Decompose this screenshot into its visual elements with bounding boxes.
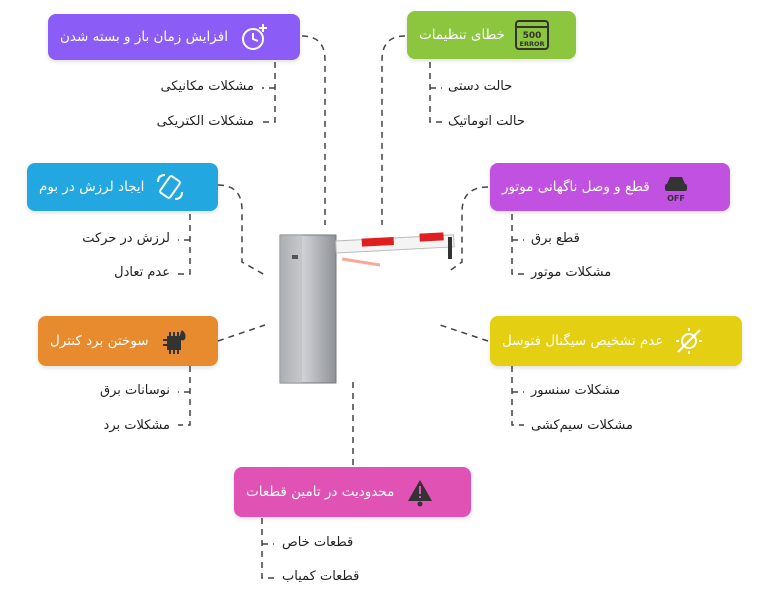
node-photocell: عدم تشخیص سیگنال فتوسل xyxy=(490,316,742,366)
node-timing-item-1: مشکلات مکانیکی xyxy=(160,79,254,94)
node-parts-item-1: قطعات خاص xyxy=(282,535,354,550)
node-parts: محدودیت در تامین قطعات xyxy=(234,467,471,517)
node-board-item-1: نوسانات برق xyxy=(99,383,170,398)
node-parts-title: محدودیت در تامین قطعات xyxy=(246,484,395,500)
node-motor-item-2: مشکلات موتور xyxy=(531,265,612,280)
node-vibration-title: ایجاد لرزش در بوم xyxy=(39,179,145,195)
node-photocell-item-2: مشکلات سیم‌کشی xyxy=(531,418,633,433)
node-photocell-title: عدم تشخیص سیگنال فتوسل xyxy=(502,333,664,349)
svg-text:OFF: OFF xyxy=(667,194,685,202)
svg-text:ERROR: ERROR xyxy=(520,40,545,48)
node-board: سوختن برد کنترل xyxy=(38,316,218,366)
chip-fire-icon xyxy=(159,325,191,357)
node-settings-item-2: حالت اتوماتیک xyxy=(448,114,525,129)
node-timing-title: افزایش زمان باز و بسته شدن xyxy=(60,29,228,45)
node-parts-item-2: قطعات کمیاب xyxy=(282,569,360,584)
clock-plus-icon xyxy=(238,21,270,53)
500-error-icon: 500 ERROR xyxy=(515,19,549,51)
node-vibration: ایجاد لرزش در بوم xyxy=(27,163,218,211)
node-motor-title: قطع و وصل ناگهانی موتور xyxy=(502,179,650,195)
node-timing: افزایش زمان باز و بسته شدن xyxy=(48,14,300,60)
node-board-title: سوختن برد کنترل xyxy=(50,333,149,349)
rotate-device-icon xyxy=(154,171,186,203)
node-photocell-item-1: مشکلات سنسور xyxy=(531,383,621,398)
barrier-gate-illustration xyxy=(279,232,455,384)
node-vibration-item-1: لرزش در حرکت xyxy=(82,231,170,246)
car-off-icon: OFF xyxy=(660,171,692,203)
warning-gear-icon xyxy=(404,476,436,508)
node-motor: OFF قطع و وصل ناگهانی موتور xyxy=(490,163,730,211)
node-settings-item-1: حالت دستی xyxy=(448,79,513,94)
node-timing-item-2: مشکلات الکتریکی xyxy=(156,114,254,129)
node-vibration-item-2: عدم تعادل xyxy=(114,265,170,280)
node-board-item-2: مشکلات برد xyxy=(103,418,170,433)
node-settings-title: خطای تنظیمات xyxy=(419,27,505,43)
node-settings: 500 ERROR خطای تنظیمات xyxy=(407,11,576,59)
svg-text:500: 500 xyxy=(523,31,542,41)
node-motor-item-1: قطع برق xyxy=(531,231,580,246)
sensor-off-icon xyxy=(673,325,705,357)
